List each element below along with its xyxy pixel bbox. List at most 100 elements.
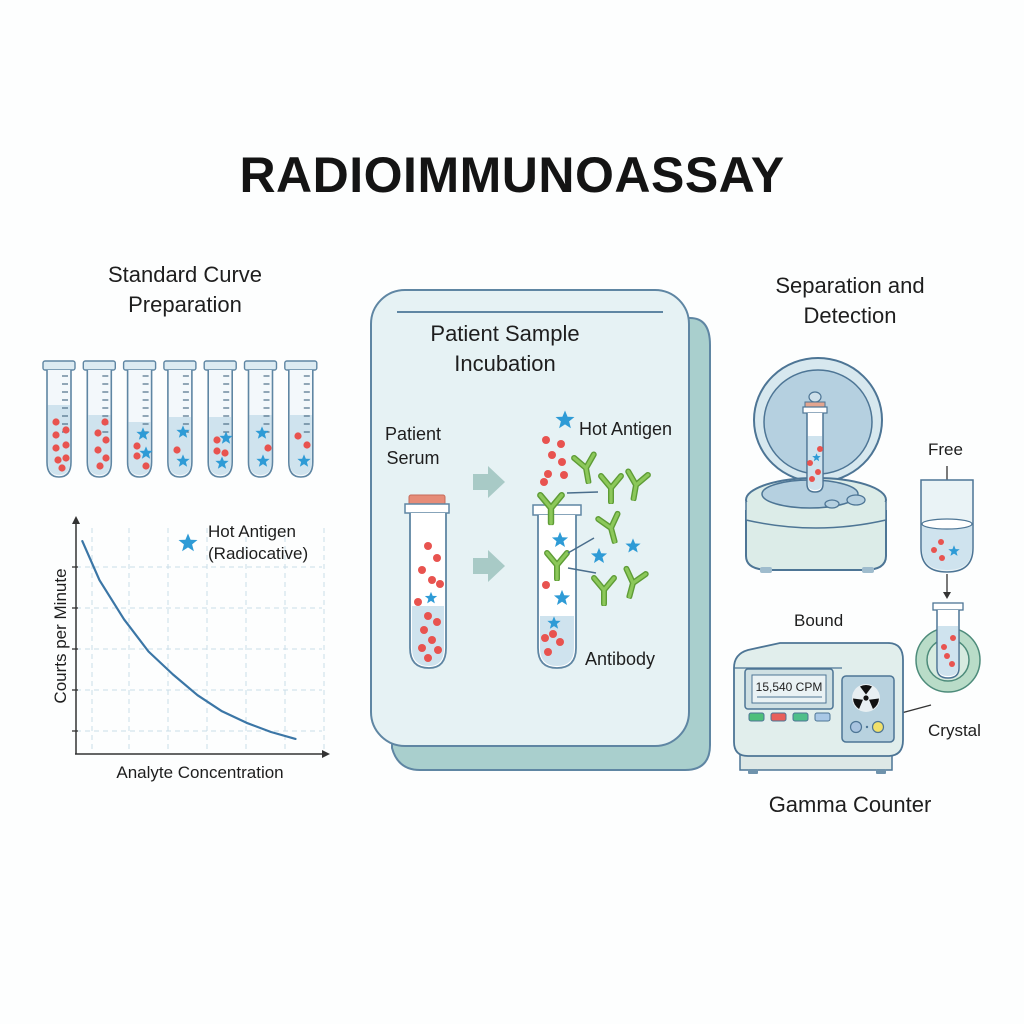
separation-heading: Separation and Detection [735, 271, 965, 331]
incubation-heading: Patient Sample Incubation [380, 319, 630, 379]
cold-antigen-dot [424, 542, 432, 550]
cold-antigen-dot [213, 436, 221, 444]
y-axis-arrow-icon [72, 516, 80, 524]
arrow-right-icon [473, 466, 505, 498]
chart-y-axis-label: Courts per Minute [51, 568, 70, 704]
heading-line: Standard Curve [107, 262, 263, 287]
cold-antigen-dot [560, 471, 568, 479]
crystal-label: Crystal [928, 721, 981, 740]
cold-antigen-dot [418, 644, 426, 652]
cold-antigen-dot [58, 464, 66, 472]
cold-antigen-dot [94, 446, 102, 454]
cold-antigen-dot [101, 418, 109, 426]
tube-cap [203, 360, 237, 371]
gamma-counter [733, 642, 904, 774]
label-line: Serum [386, 448, 440, 468]
standard-curve-line [81, 540, 297, 740]
counter-knob-yellow [871, 720, 885, 734]
cold-antigen-dot [133, 452, 141, 460]
tube-cap [163, 360, 197, 371]
cold-antigen-dot [424, 612, 432, 620]
counter-button [748, 712, 765, 722]
cold-antigen-dot [52, 418, 60, 426]
standard-tube [122, 360, 157, 478]
counter-display-reading: 15,540 CPM [755, 680, 823, 694]
counter-knob-blue [849, 720, 863, 734]
incubation-panel [370, 289, 711, 771]
cold-antigen-dot [264, 444, 272, 452]
cold-antigen-dot [142, 462, 150, 470]
cold-antigen-dot [548, 451, 556, 459]
standard-tubes [42, 360, 318, 478]
free-label: Free [928, 440, 963, 459]
gamma-counter-label: Gamma Counter [768, 792, 932, 817]
tube-cap [82, 360, 117, 371]
tube-cap [122, 360, 157, 371]
arrow-right-icon [473, 550, 505, 582]
chart-x-axis-label: Analyte Concentration [116, 763, 284, 782]
cold-antigen-dot [540, 478, 548, 486]
tube-cap [284, 360, 318, 371]
standard-tube [42, 360, 76, 478]
bound-label: Bound [794, 611, 844, 630]
cold-antigen-dot [556, 638, 564, 646]
tube-cap [243, 360, 278, 371]
legend-line: (Radiocative) [208, 544, 309, 563]
legend-star-icon [178, 533, 198, 553]
cold-antigen-dot [213, 447, 221, 455]
standard-tube [284, 360, 318, 478]
cold-antigen-dot [428, 576, 436, 584]
tube-liquid [168, 417, 191, 475]
panel-card [370, 289, 690, 747]
label-line: Patient [384, 424, 442, 444]
tube-cap [42, 360, 76, 371]
cold-antigen-dot [544, 470, 552, 478]
cold-antigen-dot [549, 630, 557, 638]
cold-antigen-dot [96, 462, 104, 470]
cold-antigen-dot [542, 436, 550, 444]
cold-antigen-dot [133, 442, 141, 450]
heading-line: Incubation [454, 351, 556, 376]
cold-antigen-dot [102, 436, 110, 444]
standard-curve-heading: Standard Curve Preparation [60, 260, 310, 320]
cold-antigen-dot [558, 458, 566, 466]
centrifuge [745, 357, 887, 573]
cold-antigen-dot [414, 598, 422, 606]
cold-antigen-dot [62, 441, 70, 449]
standard-tube [243, 360, 278, 478]
cold-antigen-dot [434, 646, 442, 654]
cold-antigen-dot [173, 446, 181, 454]
counter-button [792, 712, 809, 722]
heading-line: Separation and [775, 273, 925, 298]
cold-antigen-dot [62, 454, 70, 462]
cold-antigen-dot [557, 440, 565, 448]
cold-antigen-dot [418, 566, 426, 574]
free-fraction-cup [920, 466, 974, 599]
cold-antigen-dot [62, 426, 70, 434]
standard-curve-chart [72, 516, 330, 758]
patient-serum-label: Patient Serum [372, 422, 454, 470]
legend-line: Hot Antigen [208, 522, 296, 541]
page-title: RADIOIMMUNOASSAY [239, 147, 785, 203]
radiation-icon [853, 685, 879, 709]
counter-button [814, 712, 831, 722]
standard-tube [163, 360, 197, 478]
cold-antigen-dot [294, 432, 302, 440]
cold-antigen-dot [542, 581, 550, 589]
heading-line: Detection [803, 303, 897, 328]
cold-antigen-dot [544, 648, 552, 656]
cold-antigen-dot [303, 441, 311, 449]
cold-antigen-dot [424, 654, 432, 662]
cold-antigen-dot [52, 444, 60, 452]
cold-antigen-dot [420, 626, 428, 634]
cold-antigen-dot [433, 618, 441, 626]
cold-antigen-dot [433, 554, 441, 562]
heading-line: Patient Sample [430, 321, 580, 346]
chart-legend-label: Hot Antigen (Radiocative) [208, 521, 348, 565]
antibody-label: Antibody [585, 649, 656, 669]
cold-antigen-dot [428, 636, 436, 644]
cold-antigen-dot [221, 449, 229, 457]
standard-tube [82, 360, 117, 478]
cold-antigen-dot [541, 634, 549, 642]
